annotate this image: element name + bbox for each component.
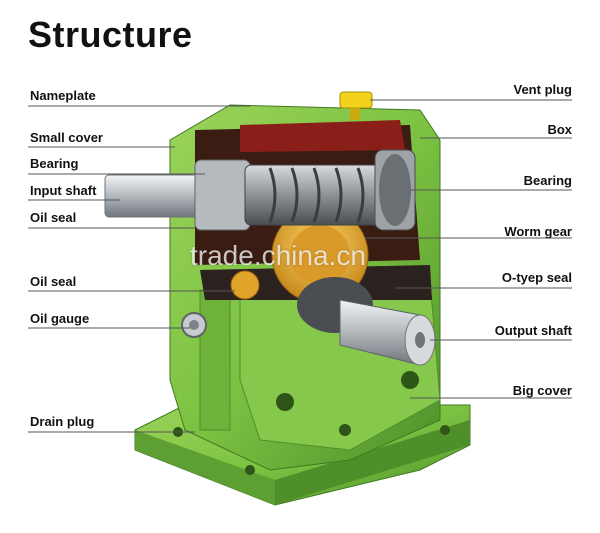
label-oil-seal-1: Oil seal bbox=[30, 210, 77, 225]
oil-gauge bbox=[181, 312, 207, 338]
label-o-type-seal: O-tyep seal bbox=[501, 270, 572, 285]
label-oil-seal-2: Oil seal bbox=[30, 274, 77, 289]
leader-lines bbox=[28, 99, 572, 433]
label-bearing-left: Bearing bbox=[30, 156, 79, 171]
label-output-shaft: Output shaft bbox=[494, 323, 572, 338]
label-nameplate: Nameplate bbox=[30, 88, 96, 103]
label-worm-gear: Worm gear bbox=[504, 224, 572, 239]
label-box: Box bbox=[547, 122, 572, 137]
worm-shaft bbox=[104, 149, 416, 231]
output-shaft bbox=[297, 277, 436, 366]
label-input-shaft: Input shaft bbox=[30, 183, 97, 198]
label-drain-plug: Drain plug bbox=[30, 414, 95, 429]
label-bearing-right: Bearing bbox=[523, 173, 572, 188]
page-title: Structure bbox=[28, 14, 193, 55]
label-vent-plug: Vent plug bbox=[513, 82, 573, 97]
label-small-cover: Small cover bbox=[30, 130, 103, 145]
watermark: trade.china.cn bbox=[190, 240, 366, 271]
label-big-cover: Big cover bbox=[512, 383, 572, 398]
label-oil-gauge: Oil gauge bbox=[30, 311, 90, 326]
